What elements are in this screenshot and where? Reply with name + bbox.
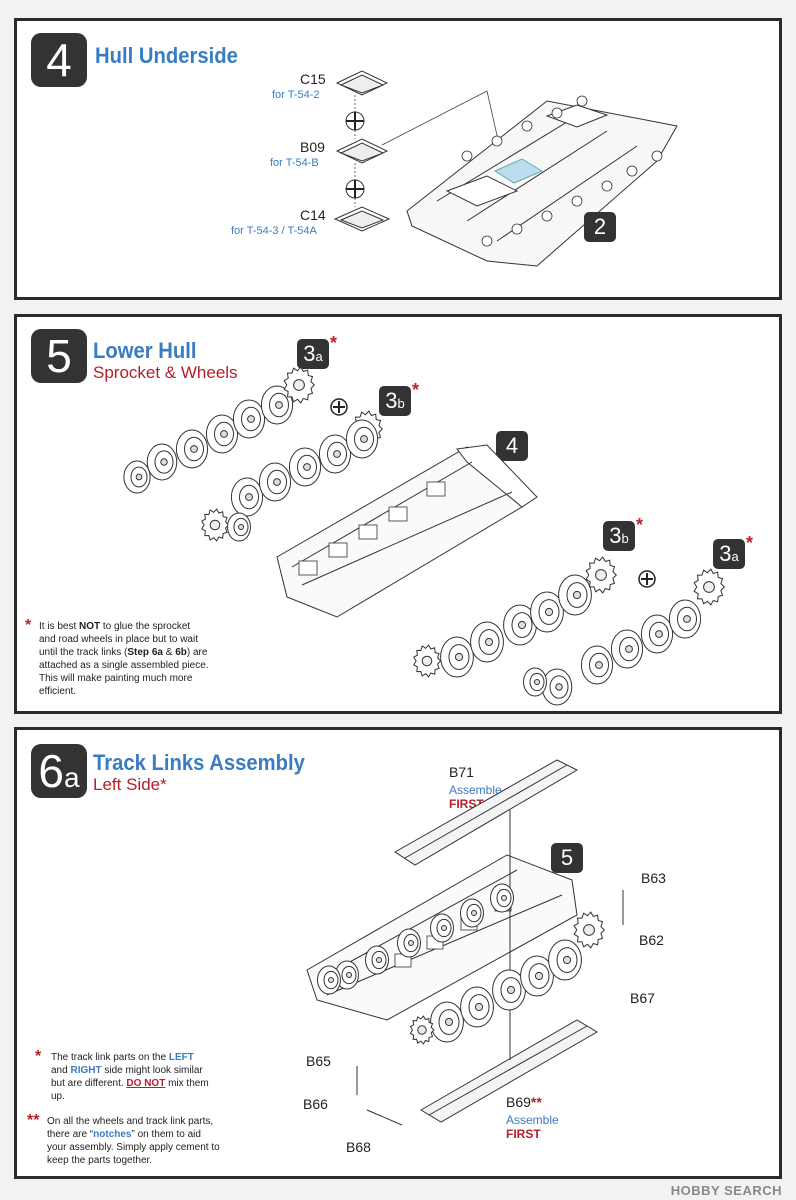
idler-wheel: [413, 644, 442, 678]
road-wheel: [520, 955, 554, 997]
hull-underside: [406, 100, 678, 267]
reference-badge-5: 5: [551, 843, 583, 873]
track-side-note: The track link parts on the LEFT and RIG…: [51, 1052, 209, 1102]
return-wheel: [430, 913, 454, 943]
track-links-drawing: [306, 759, 624, 1126]
idler-wheel: [523, 667, 547, 697]
road-wheel: [580, 645, 614, 685]
road-wheel: [175, 429, 209, 469]
road-wheel: [123, 460, 151, 494]
upper-track-run: [394, 759, 579, 866]
step-5-panel: 5 Lower Hull Sprocket & Wheels 3a * 3b *…: [14, 314, 782, 714]
assembly-note: It is best NOT to glue the sprocket and …: [39, 621, 209, 697]
road-wheel: [288, 447, 322, 487]
hull-boxes: [298, 481, 446, 576]
cement-icon-cross: [641, 573, 653, 585]
road-wheel: [558, 574, 592, 616]
step-subtitle: Left Side*: [93, 775, 167, 794]
reference-star: *: [412, 380, 420, 400]
step-title: Lower Hull: [93, 338, 197, 363]
part-code-b66: B66: [303, 1096, 328, 1112]
idler-wheel: [317, 965, 341, 995]
part-note-c14: for T-54-3 / T-54A: [231, 225, 317, 237]
road-wheel: [430, 1001, 464, 1043]
part-code-b63: B63: [641, 870, 666, 886]
road-wheel: [232, 399, 266, 439]
reference-star: *: [636, 515, 644, 535]
part-code-c14: C14: [300, 207, 326, 223]
part-note-c15: for T-54-2: [272, 89, 320, 101]
drive-sprocket: [585, 556, 618, 594]
reference-star: *: [330, 333, 338, 353]
reference-badge-3a: 3a: [713, 539, 745, 569]
road-wheel: [668, 599, 702, 639]
notches-note: On all the wheels and track link parts, …: [47, 1116, 220, 1166]
road-wheel: [260, 385, 294, 425]
reference-badge-3a: 3a: [297, 339, 329, 369]
suspension-arms: [461, 95, 663, 247]
road-wheel: [345, 419, 379, 459]
part-code-b67: B67: [630, 990, 655, 1006]
road-wheel: [548, 939, 582, 981]
part-code-b62: B62: [639, 932, 664, 948]
road-wheel: [318, 434, 352, 474]
return-wheel: [490, 883, 514, 913]
reference-step-badge: 2: [584, 212, 616, 242]
return-wheel: [397, 928, 421, 958]
step-number-badge: 4: [31, 33, 87, 87]
part-code-b69: B69**: [506, 1094, 542, 1110]
drive-sprocket: [573, 911, 606, 949]
return-wheel: [365, 945, 389, 975]
step-title: Track Links Assembly: [93, 750, 305, 775]
drive-sprocket: [693, 568, 726, 606]
step-4-panel: 4 Hull Underside C15 for T-54-2 B09 for …: [14, 18, 782, 300]
road-wheel: [460, 986, 494, 1028]
idler-wheel: [201, 508, 230, 542]
road-wheel: [230, 477, 264, 517]
step-subtitle: Sprocket & Wheels: [93, 363, 238, 382]
road-wheel: [205, 414, 239, 454]
part-code-b71: B71: [449, 764, 474, 780]
idler-wheel: [409, 1015, 435, 1045]
reference-star: *: [746, 533, 754, 553]
step-6a-panel: 6a Track Links Assembly Left Side* B71 A…: [14, 727, 782, 1179]
drive-sprocket: [283, 366, 316, 404]
road-wheel: [440, 636, 474, 678]
note-star: **: [27, 1112, 40, 1129]
lower-hull-body: [276, 444, 538, 618]
reference-badge-4: 4: [496, 431, 528, 461]
lower-track-run: [420, 1019, 598, 1123]
return-wheel: [460, 898, 484, 928]
idler-wheel: [227, 512, 251, 542]
first-label: FIRST: [506, 1127, 541, 1141]
hull-underside-drawing: [333, 70, 678, 267]
note-star: *: [25, 617, 32, 634]
part-note-b09: for T-54-B: [270, 157, 319, 169]
assemble-label: Assemble: [506, 1113, 559, 1127]
part-code-c15: C15: [300, 71, 326, 87]
road-wheel: [610, 629, 644, 669]
note-star: *: [35, 1048, 42, 1065]
part-code-b09: B09: [300, 139, 325, 155]
part-code-b68: B68: [346, 1139, 371, 1155]
step-number-badge: 5: [31, 329, 87, 383]
part-code-b65: B65: [306, 1053, 331, 1069]
cement-icon-cross: [333, 401, 345, 413]
reference-badge-3b: 3b: [603, 521, 635, 551]
reference-badge-3b: 3b: [379, 386, 411, 416]
road-wheel: [640, 614, 674, 654]
lower-hull-drawing: [123, 366, 726, 706]
road-wheel: [530, 591, 564, 633]
step-title: Hull Underside: [95, 43, 238, 68]
assemble-label: Assemble: [449, 783, 502, 797]
road-wheel: [541, 668, 573, 706]
step-number-badge: 6a: [31, 744, 87, 798]
road-wheel: [258, 462, 292, 502]
assembly-arrows: [356, 810, 624, 1126]
hobby-search-watermark: HOBBY SEARCH: [670, 1183, 782, 1198]
road-wheel: [470, 621, 504, 663]
road-wheel: [146, 443, 178, 481]
